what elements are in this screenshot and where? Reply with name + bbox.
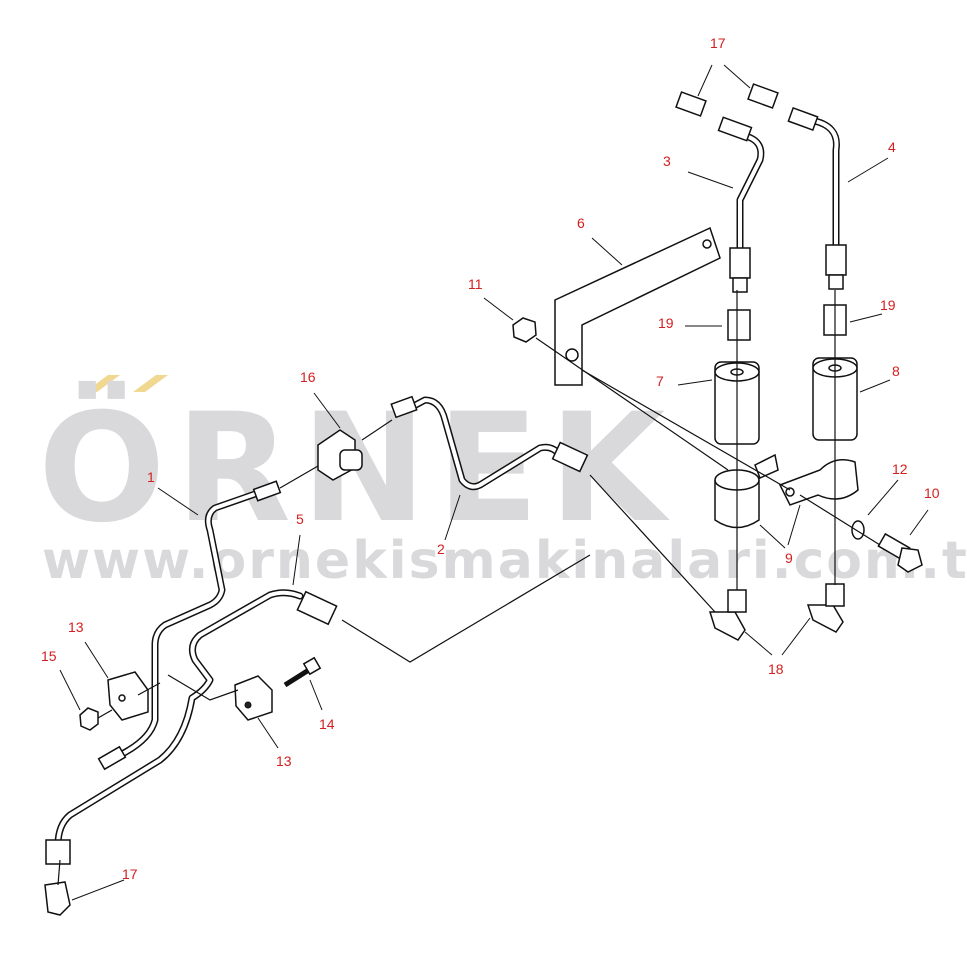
fuel-line-3 bbox=[717, 116, 765, 293]
callout-17-bottom: 17 bbox=[122, 866, 138, 882]
callout-12: 12 bbox=[892, 461, 908, 477]
clamp-13-left bbox=[107, 671, 149, 721]
callout-6: 6 bbox=[577, 215, 585, 231]
watermark: ÖRNEK www.ornekismakinalari.com.tr bbox=[38, 375, 967, 591]
elbow-18 bbox=[708, 583, 845, 641]
nut-11 bbox=[512, 317, 537, 343]
callout-8: 8 bbox=[892, 363, 900, 379]
callout-17-top: 17 bbox=[710, 35, 726, 51]
bracket-6 bbox=[554, 226, 721, 386]
callout-13-right: 13 bbox=[276, 753, 292, 769]
callout-7: 7 bbox=[656, 373, 664, 389]
callout-19-right: 19 bbox=[880, 297, 896, 313]
callout-16: 16 bbox=[300, 369, 316, 385]
callout-1: 1 bbox=[147, 469, 155, 485]
callout-4: 4 bbox=[888, 139, 896, 155]
callout-9: 9 bbox=[785, 550, 793, 566]
connector-16 bbox=[317, 429, 363, 481]
bolt-10 bbox=[877, 532, 923, 573]
fuel-line-5 bbox=[45, 589, 338, 865]
clamp-13-right bbox=[234, 675, 273, 721]
washer-12 bbox=[851, 520, 865, 540]
callout-18: 18 bbox=[768, 661, 784, 677]
bolt-14 bbox=[283, 656, 322, 688]
watermark-url: www.ornekismakinalari.com.tr bbox=[42, 531, 967, 591]
fitting-17-top bbox=[675, 83, 779, 117]
fitting-17-bottom bbox=[44, 881, 71, 916]
callout-labels: 17 3 4 6 11 19 19 7 8 16 12 10 1 5 2 9 1… bbox=[41, 35, 940, 882]
callout-2: 2 bbox=[437, 541, 445, 557]
assembly-lines bbox=[57, 290, 881, 886]
fuel-line-4 bbox=[787, 107, 847, 290]
callout-5: 5 bbox=[296, 511, 304, 527]
fuel-line-2 bbox=[390, 395, 589, 491]
callout-13-left: 13 bbox=[68, 619, 84, 635]
callout-3: 3 bbox=[663, 153, 671, 169]
leader-arrows bbox=[59, 64, 929, 901]
callout-14: 14 bbox=[319, 716, 335, 732]
callout-15: 15 bbox=[41, 648, 57, 664]
callout-19-left: 19 bbox=[658, 315, 674, 331]
callout-11: 11 bbox=[468, 276, 483, 292]
callout-10: 10 bbox=[924, 485, 940, 501]
adapter-19-left bbox=[727, 309, 751, 341]
watermark-accent-left bbox=[85, 375, 120, 392]
fuel-line-1 bbox=[97, 480, 282, 771]
nut-15 bbox=[79, 707, 99, 731]
watermark-accent-right bbox=[133, 375, 168, 392]
